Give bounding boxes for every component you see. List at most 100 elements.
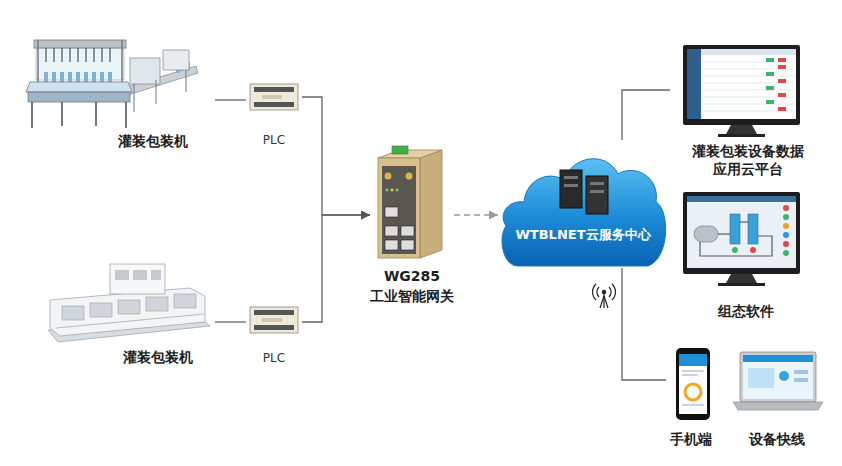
monitor-illustration — [732, 247, 738, 253]
cloud-shape — [498, 140, 668, 268]
phone-illustration — [685, 384, 701, 400]
packaging-machine-illustration — [62, 306, 84, 320]
antenna-symbol — [593, 284, 616, 308]
monitor-illustration — [783, 232, 789, 238]
cloud-outline — [502, 159, 666, 266]
monitor-illustration — [726, 125, 757, 134]
phone-illustration — [679, 354, 707, 366]
monitor-illustration — [766, 86, 774, 90]
monitor-illustration — [718, 233, 730, 234]
packaging-machine-illustration — [50, 288, 205, 336]
plc-illustration — [250, 307, 298, 333]
node-label: WTBLNET云服务中心 — [498, 226, 668, 244]
filling-machine-illustration — [101, 48, 102, 62]
antenna-symbol — [609, 287, 611, 297]
monitor-illustration — [683, 45, 800, 137]
monitor-illustration — [700, 222, 772, 256]
laptop-illustration — [733, 352, 823, 410]
packaging-machine-illustration — [146, 297, 168, 311]
plc-illustration — [254, 325, 294, 330]
plc-illustration — [250, 307, 298, 333]
node-label: 灌装包装设备数据 应用云平台 — [670, 142, 825, 178]
antenna-symbol — [604, 296, 608, 308]
packaging-machine-illustration — [151, 270, 161, 280]
server-icon — [564, 176, 578, 179]
plc-illustration — [262, 318, 282, 322]
monitor-illustration — [778, 58, 786, 111]
monitor-illustration — [783, 214, 789, 220]
laptop-illustration — [743, 355, 813, 362]
monitor-illustration — [687, 196, 796, 202]
antenna-symbol — [593, 284, 596, 300]
monitor-illustration — [703, 104, 794, 105]
monitor-illustration — [694, 226, 718, 242]
monitor-illustration — [778, 65, 786, 69]
plc-illustration — [250, 84, 298, 110]
monitor-illustration — [718, 283, 765, 286]
monitor-illustration — [703, 90, 794, 91]
gateway-illustration — [378, 146, 442, 258]
connector-line — [215, 99, 246, 100]
laptop-illustration — [733, 402, 823, 410]
plc-node: PLC — [246, 78, 302, 150]
machine-node: 灌装包装机 — [40, 258, 215, 368]
filling-machine-illustration — [44, 72, 112, 82]
packaging-machine-illustration — [90, 303, 112, 317]
filling-machine-illustration — [28, 92, 130, 102]
server-icon — [560, 170, 582, 208]
gateway-node: WG285 工业智能网关 — [370, 146, 454, 306]
filling-machine-illustration — [26, 40, 198, 128]
monitor-illustration — [778, 107, 786, 111]
monitor-illustration — [766, 58, 774, 104]
filling-machine-illustration — [46, 48, 110, 62]
laptop-illustration — [794, 370, 808, 374]
connector-line — [302, 97, 370, 215]
gateway-illustration — [401, 226, 414, 236]
monitor-illustration — [783, 241, 789, 247]
monitor-illustration — [766, 72, 774, 76]
gateway-illustration — [392, 146, 408, 154]
filling-machine-illustration — [85, 48, 86, 62]
filling-machine-illustration — [93, 48, 94, 62]
connector-line — [622, 268, 666, 380]
packaging-machine-illustration — [48, 264, 210, 342]
monitor-illustration — [703, 62, 794, 111]
monitor-illustration — [687, 49, 701, 119]
filling-machine-illustration — [44, 72, 48, 82]
laptop-illustration — [748, 368, 774, 388]
platform-node: 灌装包装设备数据 应用云平台 — [670, 40, 825, 180]
laptop-illustration — [743, 355, 813, 399]
monitor-illustration — [730, 214, 740, 244]
filling-machine-illustration — [186, 70, 187, 92]
laptop-illustration — [794, 378, 808, 382]
gateway-illustration — [378, 158, 420, 258]
connector-line — [622, 90, 670, 140]
monitor-illustration — [778, 58, 786, 62]
monitor-illustration — [783, 205, 789, 211]
phone-illustration — [676, 348, 710, 420]
filling-machine-illustration — [31, 102, 33, 128]
node-label: 手机端 — [666, 430, 716, 448]
filling-machine-illustration — [134, 84, 135, 112]
monitor-illustration — [778, 93, 786, 97]
cloud-node: WTBLNET云服务中心 — [498, 140, 668, 268]
packaging-machine-illustration — [174, 294, 196, 308]
plc-illustration — [262, 95, 282, 99]
plc-illustration — [254, 310, 294, 315]
scada-node: 组态软件 — [676, 188, 816, 322]
laptop-node: 设备快线 — [728, 344, 826, 450]
gateway-illustration — [406, 173, 413, 180]
monitor-illustration — [701, 49, 796, 55]
node-label: 设备快线 — [728, 430, 826, 448]
filling-machine-illustration — [77, 48, 78, 62]
packaging-machine-illustration — [118, 300, 140, 314]
phone-node: 手机端 — [666, 344, 716, 450]
server-icon — [586, 176, 608, 214]
laptop-illustration — [779, 371, 789, 381]
server-icon — [590, 182, 604, 185]
phone-illustration — [682, 370, 704, 372]
packaging-machine-illustration — [110, 264, 165, 294]
antenna-symbol — [602, 290, 605, 293]
